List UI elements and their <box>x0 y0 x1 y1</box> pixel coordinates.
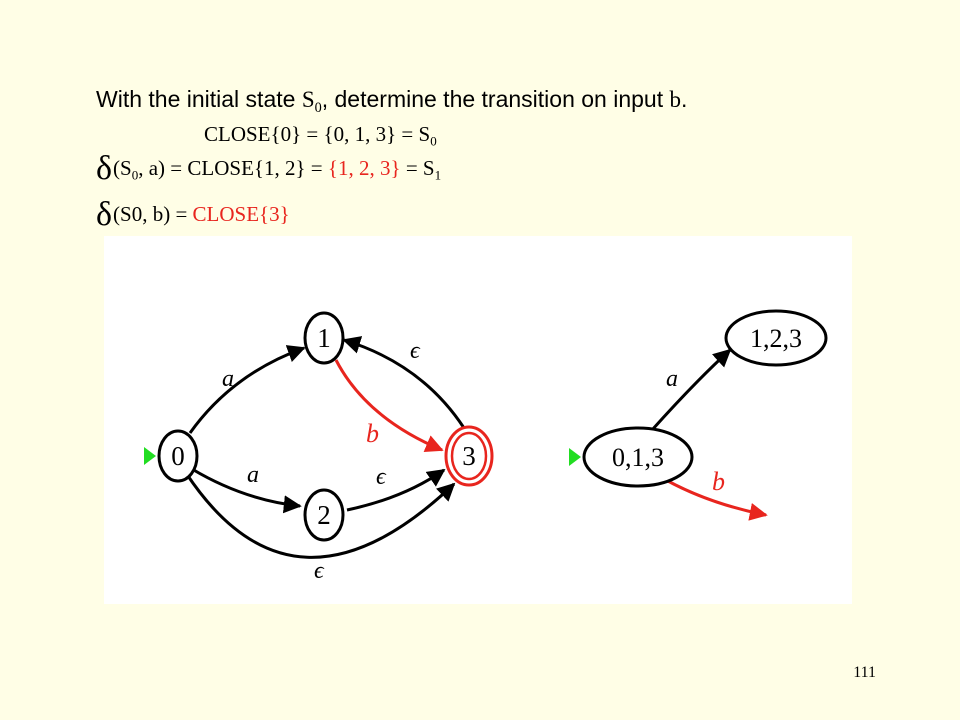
dfa-start-marker <box>569 448 581 466</box>
dfa-edge-b <box>665 478 768 521</box>
delta-a-result-subscript: 1 <box>434 167 442 183</box>
delta-symbol: δ <box>96 196 113 233</box>
dfa-state-123-label: 1,2,3 <box>750 324 802 353</box>
closure-text: CLOSE{0} = {0, 1, 3} = S <box>204 122 431 146</box>
dfa-state-013-label: 0,1,3 <box>612 443 664 472</box>
header-sentence: With the initial state S0, determine the… <box>96 86 688 116</box>
delta-a-subscript: 0 <box>131 167 139 183</box>
dfa-edge-label-b: b <box>712 467 725 496</box>
header-text: With the initial state <box>96 86 302 112</box>
nfa-state-1: 1 <box>303 311 345 365</box>
edge-label-2-3: ϵ <box>376 464 387 490</box>
delta-a-result: {1, 2, 3} <box>327 156 401 180</box>
edge-label-1-3: b <box>366 419 379 448</box>
nfa-start-marker <box>144 447 156 465</box>
edge-label-3-1: ϵ <box>410 338 421 364</box>
delta-b-result: CLOSE{3} <box>192 202 290 226</box>
diagram-panel: 0 1 2 3 a a ϵ ϵ ϵ b 0,1,3 1,2,3 a b <box>104 236 852 604</box>
header-text-2: , determine the transition on input <box>321 86 670 112</box>
edge-label-0-1: a <box>222 366 234 392</box>
automata-diagram: 0 1 2 3 a a ϵ ϵ ϵ b 0,1,3 1,2,3 a b <box>144 309 828 584</box>
header-period: . <box>681 86 688 112</box>
edge-2-to-3 <box>346 468 446 512</box>
nfa-state-2: 2 <box>303 488 345 542</box>
dfa-state-013: 0,1,3 <box>582 426 694 488</box>
closure-subscript: 0 <box>430 133 437 149</box>
delta-symbol: δ <box>96 150 113 187</box>
delta-a-text-3: = S <box>400 156 435 180</box>
delta-b-equation: δ(S0, b) = CLOSE{3} <box>96 198 290 232</box>
delta-b-text: (S0, b) = <box>113 202 193 226</box>
dfa-edge-label-a: a <box>666 366 678 392</box>
edge-0-to-1 <box>188 345 306 434</box>
nfa-state-3: 3 <box>444 425 494 487</box>
dfa-edge-a <box>650 348 732 432</box>
delta-a-equation: δ(S0, a) = CLOSE{1, 2} = {1, 2, 3} = S1 <box>96 152 442 186</box>
edge-label-0-3: ϵ <box>314 558 325 584</box>
nfa-state-2-label: 2 <box>317 500 331 530</box>
nfa-state-3-label: 3 <box>462 441 476 471</box>
edge-label-0-2: a <box>247 462 259 488</box>
dfa-state-123: 1,2,3 <box>724 309 828 367</box>
input-symbol: b <box>669 87 682 112</box>
closure-equation: CLOSE{0} = {0, 1, 3} = S0 <box>204 122 437 149</box>
edge-0-to-2 <box>191 467 302 514</box>
edge-0-to-3 <box>184 472 456 559</box>
delta-a-text: (S <box>113 156 132 180</box>
state-subscript: 0 <box>314 99 322 116</box>
nfa-state-0: 0 <box>157 429 199 483</box>
nfa-state-0-label: 0 <box>171 441 185 471</box>
edge-1-to-3 <box>334 359 444 453</box>
state-symbol: S <box>301 87 315 112</box>
delta-a-text-2: , a) = CLOSE{1, 2} = <box>138 156 328 180</box>
page-number: 111 <box>853 664 876 681</box>
edge-3-to-1 <box>342 336 466 429</box>
nfa-state-1-label: 1 <box>317 323 331 353</box>
